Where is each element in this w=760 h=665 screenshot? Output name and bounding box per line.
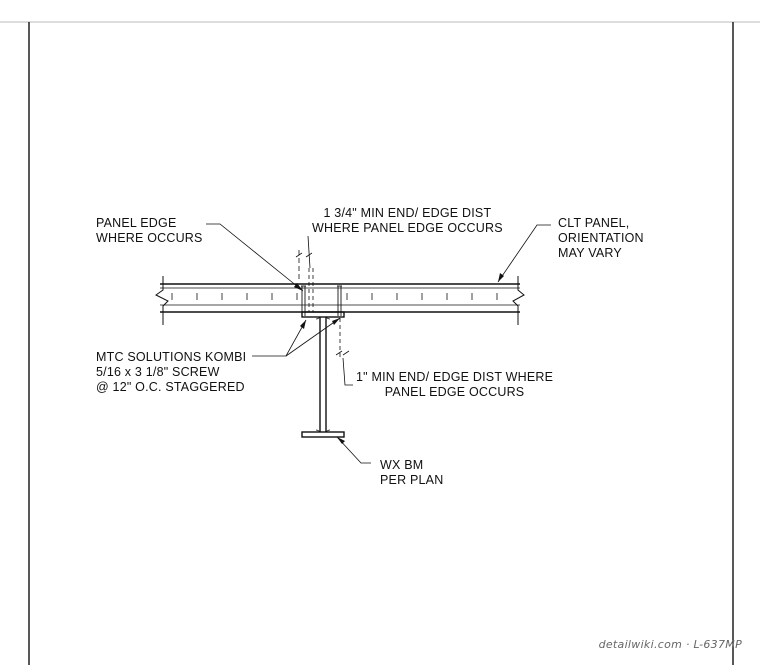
beam-leader	[336, 436, 371, 464]
panel-edge-arrow	[294, 283, 303, 291]
screw-arrow-a	[300, 320, 306, 329]
watermark: detailwiki.com · L-637MP	[598, 638, 742, 651]
top-dist-leader	[307, 235, 311, 269]
clt-panel-leader	[497, 224, 551, 283]
left-break-line	[155, 276, 169, 325]
bottom-min-edge-dist-label: 1" MIN END/ EDGE DIST WHERE PANEL EDGE O…	[356, 370, 554, 399]
clt-lamination-joints	[171, 293, 498, 300]
screw-leader-a	[252, 319, 307, 357]
top-min-edge-dist-label: 1 3/4" MIN END/ EDGE DIST WHERE PANEL ED…	[312, 206, 503, 235]
clt-panel-label: CLT PANEL, ORIENTATION MAY VARY	[558, 216, 644, 260]
panel-edge-leader	[206, 223, 304, 292]
wx-beam	[301, 311, 345, 438]
right-break-line	[512, 276, 525, 325]
beam-label: WX BM PER PLAN	[380, 458, 444, 487]
panel-edge-joint	[308, 268, 314, 312]
clt-panel-arrow	[498, 273, 504, 282]
bottom-edge-dist-dimension	[335, 318, 350, 358]
screw-arrow-b	[332, 318, 340, 325]
panel-edge-label: PANEL EDGE WHERE OCCURS	[96, 216, 203, 245]
kombi-screws	[301, 285, 342, 316]
screw-leader-b	[285, 317, 341, 357]
bottom-dist-leader	[342, 357, 353, 386]
beam-arrow	[337, 437, 345, 444]
sheet-frame	[0, 21, 760, 665]
leaders	[206, 223, 551, 464]
screw-label: MTC SOLUTIONS KOMBI 5/16 x 3 1/8" SCREW …	[96, 350, 247, 394]
leader-arrowheads	[294, 273, 504, 444]
